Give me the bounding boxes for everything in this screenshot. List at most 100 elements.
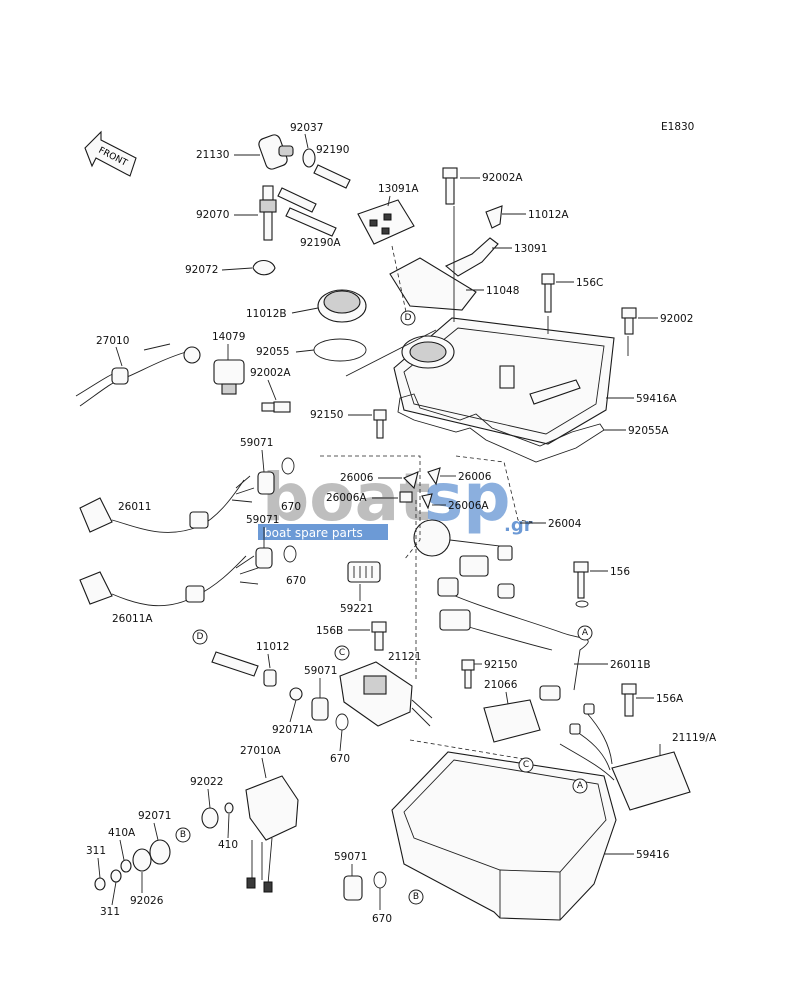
washer-92022 bbox=[201, 807, 219, 829]
hose-92190A bbox=[277, 187, 337, 237]
label-59416A: 59416A bbox=[636, 393, 677, 405]
bolt-92002 bbox=[621, 307, 637, 335]
svg-text:D: D bbox=[405, 313, 412, 323]
svg-text:B: B bbox=[413, 892, 419, 902]
grommet-59071-4 bbox=[343, 871, 387, 901]
label-92071: 92071 bbox=[138, 810, 171, 822]
bracket-13091A bbox=[357, 199, 415, 245]
label-670-2: 670 bbox=[286, 575, 306, 587]
label-11012: 11012 bbox=[256, 641, 289, 653]
coil-21121 bbox=[339, 661, 433, 727]
callout-b-left: B bbox=[175, 827, 191, 843]
svg-text:A: A bbox=[582, 628, 589, 638]
switch-14079 bbox=[213, 359, 245, 395]
svg-text:D: D bbox=[197, 632, 204, 642]
label-21121: 21121 bbox=[388, 651, 421, 663]
label-670-3: 670 bbox=[330, 753, 350, 765]
module-21119A bbox=[551, 703, 691, 811]
label-670-1: 670 bbox=[281, 501, 301, 513]
regulator-21066 bbox=[483, 699, 541, 743]
relay-26006 bbox=[403, 467, 441, 490]
label-11048: 11048 bbox=[486, 285, 519, 297]
label-92055A: 92055A bbox=[628, 425, 669, 437]
cap-11012B bbox=[317, 289, 367, 323]
label-26006A-left: 26006A bbox=[326, 492, 367, 504]
label-26006A-right: 26006A bbox=[448, 500, 489, 512]
switch-27010A bbox=[245, 775, 299, 893]
oring-92055 bbox=[313, 338, 367, 362]
grommet-59071-3 bbox=[311, 697, 349, 731]
label-26004: 26004 bbox=[548, 518, 582, 530]
grommet-92071A bbox=[289, 687, 303, 701]
label-92150-top: 92150 bbox=[310, 409, 343, 421]
svg-text:C: C bbox=[523, 760, 529, 770]
front-arrow-icon: FRONT bbox=[84, 130, 137, 177]
label-59071-3: 59071 bbox=[304, 665, 337, 677]
svg-text:A: A bbox=[577, 781, 584, 791]
label-26011A: 26011A bbox=[112, 613, 153, 625]
label-26011: 26011 bbox=[118, 501, 151, 513]
label-92026: 92026 bbox=[130, 895, 164, 907]
grommet-59071-2 bbox=[255, 545, 297, 569]
label-13091A: 13091A bbox=[378, 183, 419, 195]
label-92055: 92055 bbox=[256, 346, 289, 358]
washer-410A bbox=[120, 859, 132, 873]
label-59071-4: 59071 bbox=[334, 851, 367, 863]
callout-c-left: C bbox=[334, 645, 350, 661]
tube-11012 bbox=[211, 651, 277, 687]
label-92071A: 92071A bbox=[272, 724, 313, 736]
electric-box-59416 bbox=[391, 751, 617, 921]
gasket-92055A bbox=[397, 393, 605, 463]
bolt-92150-mid bbox=[461, 659, 475, 689]
label-59071-2: 59071 bbox=[246, 514, 279, 526]
label-59071-1: 59071 bbox=[240, 437, 273, 449]
harness-26004 bbox=[413, 519, 513, 577]
grommet-92026 bbox=[132, 848, 152, 872]
part-labels: 92037 21130 92190 13091A 92002A 11012A 9… bbox=[86, 122, 717, 925]
watermark-tld: .gr bbox=[504, 515, 533, 536]
label-92190: 92190 bbox=[316, 144, 349, 156]
label-13091: 13091 bbox=[514, 243, 547, 255]
bolt-156C bbox=[541, 273, 555, 313]
plate-11048 bbox=[389, 257, 477, 311]
bolt-92002A-top bbox=[442, 167, 458, 205]
electric-box-cover-59416A bbox=[393, 317, 615, 445]
watermark-logo: boat sp boat spare parts .gr bbox=[258, 459, 533, 540]
callout-b-bottom: B bbox=[408, 889, 424, 905]
clamp-92072 bbox=[252, 259, 276, 276]
wire-harness-27010 bbox=[75, 343, 201, 407]
label-92002A-top: 92002A bbox=[482, 172, 523, 184]
label-21130: 21130 bbox=[196, 149, 229, 161]
label-92022: 92022 bbox=[190, 776, 223, 788]
label-156C: 156C bbox=[576, 277, 603, 289]
hose-92190 bbox=[313, 164, 351, 189]
callout-c-right: C bbox=[518, 757, 534, 773]
label-156A: 156A bbox=[656, 693, 684, 705]
label-670-4: 670 bbox=[372, 913, 392, 925]
label-92070: 92070 bbox=[196, 209, 229, 221]
svg-text:B: B bbox=[180, 830, 186, 840]
label-410A: 410A bbox=[108, 827, 136, 839]
grommet-59071-1 bbox=[257, 457, 295, 495]
relay-26006A bbox=[399, 491, 433, 510]
label-21066: 21066 bbox=[484, 679, 518, 691]
callout-d-top: D bbox=[400, 310, 416, 326]
label-92190A: 92190A bbox=[300, 237, 341, 249]
label-92150-mid: 92150 bbox=[484, 659, 517, 671]
label-311-top: 311 bbox=[86, 845, 106, 857]
label-14079: 14079 bbox=[212, 331, 245, 343]
callout-a-right: A bbox=[577, 625, 593, 641]
label-156: 156 bbox=[610, 566, 630, 578]
label-11012B: 11012B bbox=[246, 308, 287, 320]
label-92002: 92002 bbox=[660, 313, 693, 325]
washer-410 bbox=[224, 802, 234, 814]
label-156B: 156B bbox=[316, 625, 343, 637]
diagram-code: E1830 bbox=[661, 121, 694, 133]
label-92037: 92037 bbox=[290, 122, 323, 134]
label-410: 410 bbox=[218, 839, 238, 851]
clip-11012A bbox=[485, 205, 503, 229]
svg-text:C: C bbox=[339, 648, 345, 658]
label-27010: 27010 bbox=[96, 335, 129, 347]
bolt-92150-top bbox=[373, 409, 387, 439]
